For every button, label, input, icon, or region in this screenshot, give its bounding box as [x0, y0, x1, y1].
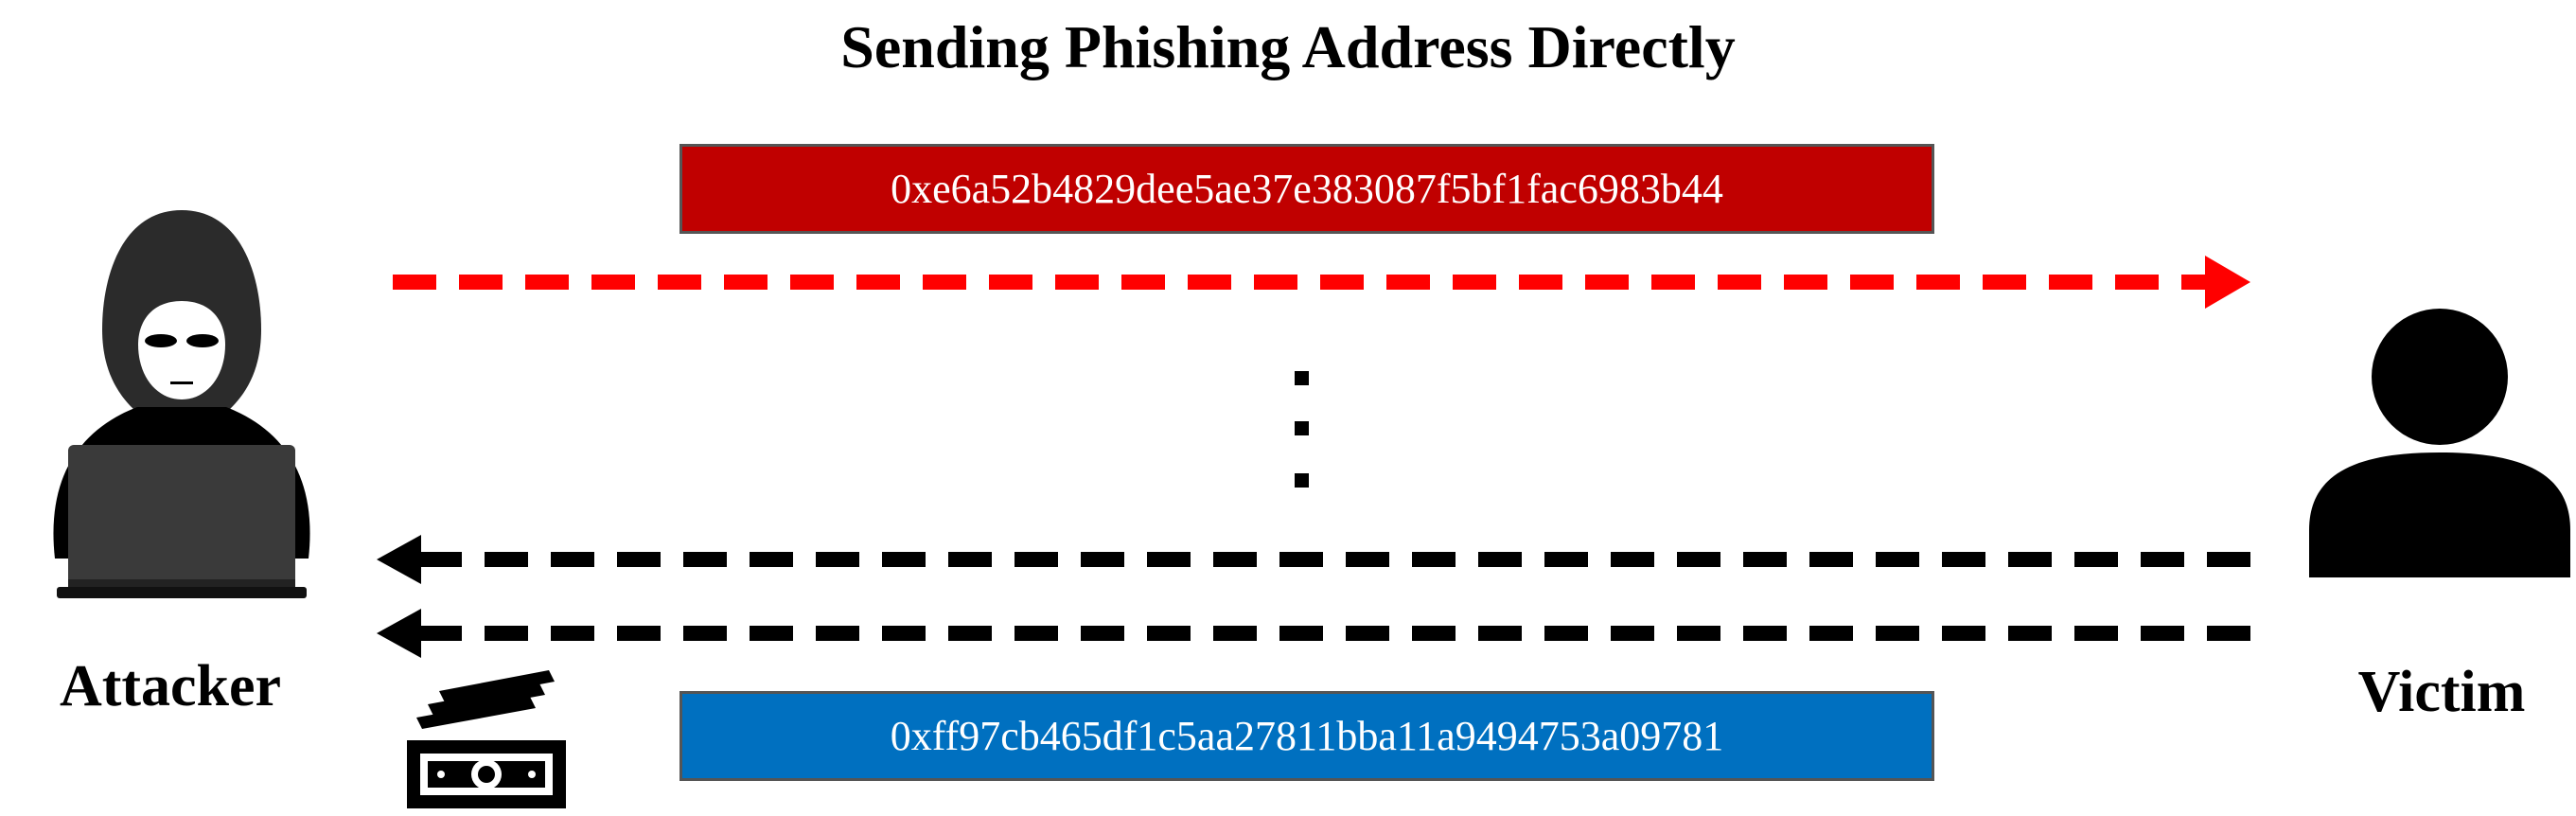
- vertical-ellipsis-icon: [1295, 371, 1309, 488]
- diagram-title: Sending Phishing Address Directly: [840, 13, 1736, 80]
- return-arrow-lower: [377, 609, 2250, 658]
- return-arrow-upper: [377, 535, 2250, 584]
- attacker-label: Attacker: [59, 654, 282, 718]
- person-silhouette-icon: [2309, 309, 2570, 577]
- phishing-address-box: 0xe6a52b4829dee5ae37e383087f5bf1fac6983b…: [679, 144, 1934, 234]
- victim-address-box: 0xff97cb465df1c5aa27811bba11a9494753a097…: [679, 691, 1934, 781]
- hooded-hacker-laptop-icon: [53, 210, 310, 598]
- phishing-arrow: [393, 256, 2250, 309]
- victim-label: Victim: [2357, 660, 2526, 724]
- money-bills-icon: [407, 670, 566, 808]
